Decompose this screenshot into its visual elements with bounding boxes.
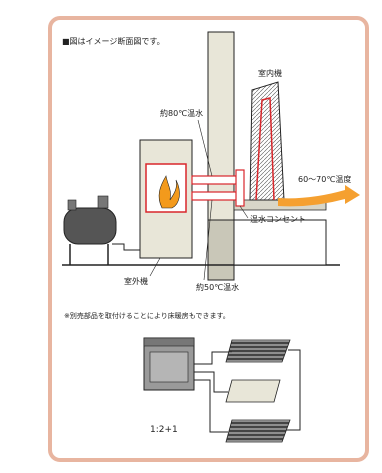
floor-panel-3 xyxy=(225,419,291,443)
indoor-pipe-loop xyxy=(255,97,275,201)
outdoor-unit-leader xyxy=(149,257,161,277)
pipe-to-panel-1 xyxy=(194,351,232,365)
diagram-note: ■図はイメージ断面図です。 xyxy=(62,36,165,46)
hot-water-50-label: 約50℃温水 xyxy=(196,282,239,292)
indoor-unit xyxy=(249,81,285,201)
outdoor-unit-label: 室外機 xyxy=(124,276,148,286)
wall-base xyxy=(207,219,235,281)
floor-slab xyxy=(233,219,327,266)
hot-pipe-lower xyxy=(191,191,243,201)
warm-air-label: 60〜70℃温度 xyxy=(298,174,351,184)
pipe-to-panel-2 xyxy=(194,371,228,393)
boiler-top xyxy=(143,337,195,347)
pipe-to-panel-3 xyxy=(194,379,228,433)
outlet-leader xyxy=(239,205,249,219)
flame-icon xyxy=(158,175,180,209)
boiler-front xyxy=(149,351,189,383)
tank-cap-right xyxy=(97,195,109,209)
return-pipe xyxy=(286,349,301,431)
fuel-line xyxy=(112,243,140,251)
floor-panel-1 xyxy=(225,339,291,363)
hot-pipe-upper xyxy=(191,175,243,185)
floor-panel-2 xyxy=(225,379,281,403)
option-note: ※別売部品を取付けることにより床暖房もできます。 xyxy=(64,311,230,320)
wall-outlet xyxy=(235,169,245,207)
indoor-unit-label: 室内機 xyxy=(258,68,282,78)
hot-water-50-leader xyxy=(203,199,213,281)
oil-tank xyxy=(63,207,117,245)
hot-water-80-leader xyxy=(197,119,213,177)
ratio-label: 1:2+1 xyxy=(150,425,178,435)
tank-cap-left xyxy=(67,199,77,211)
hot-water-80-label: 約80℃温水 xyxy=(160,108,203,118)
warm-air-arrow xyxy=(278,185,360,207)
hot-water-outlet-label: 温水コンセント xyxy=(250,214,306,224)
